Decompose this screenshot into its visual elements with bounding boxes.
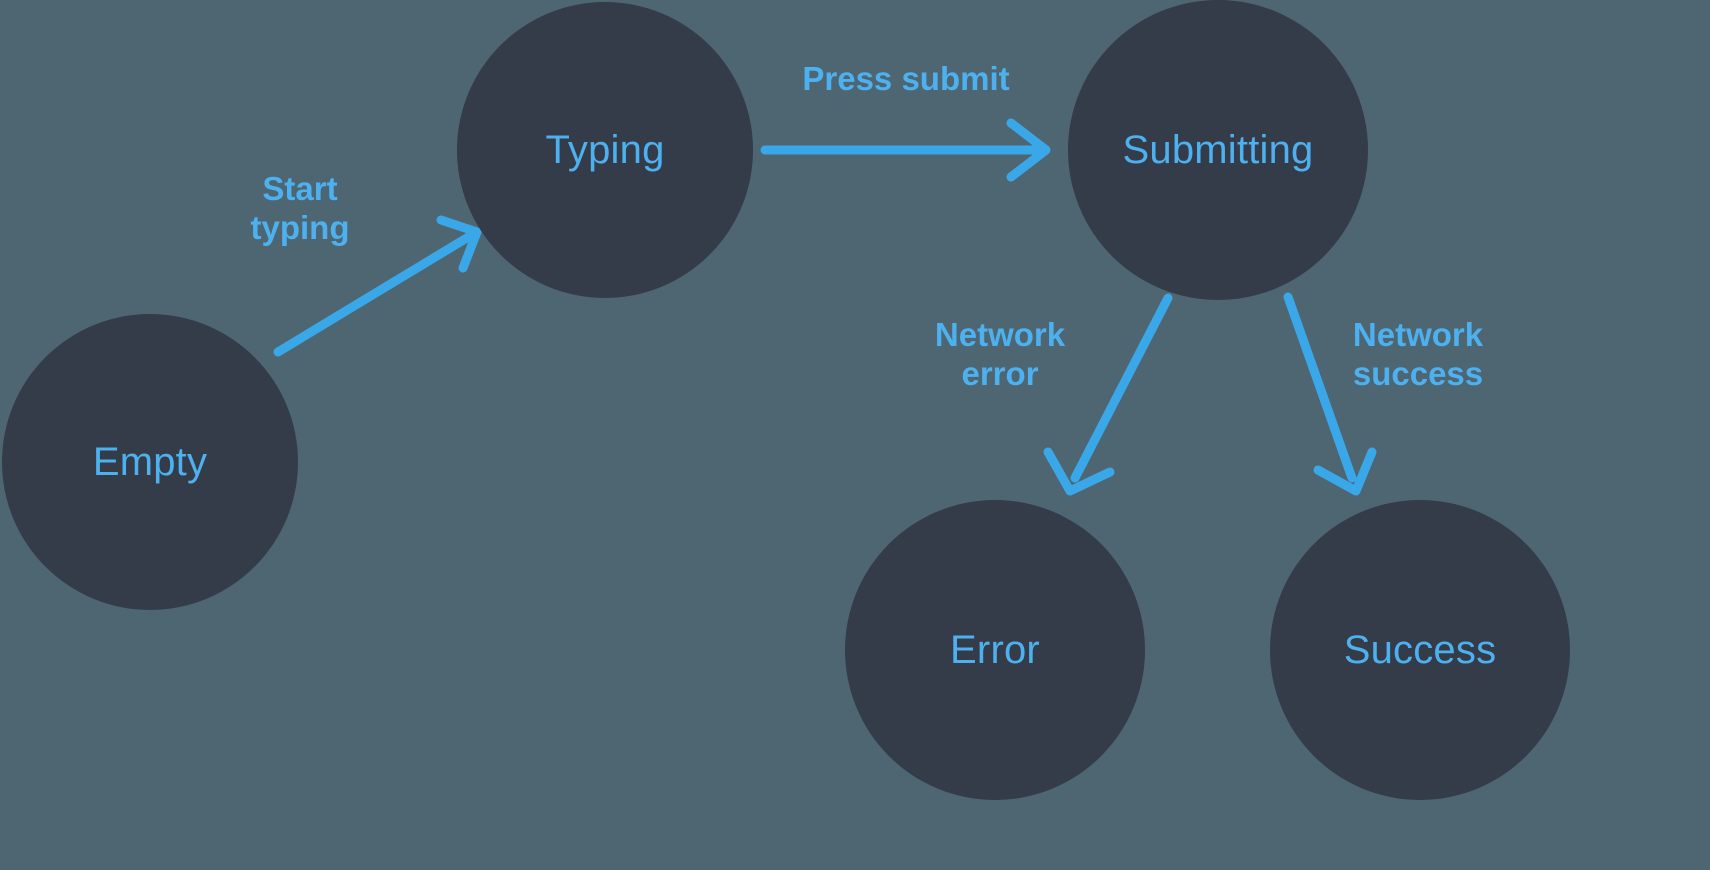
transition-label-start-typing: Start typing	[250, 170, 350, 246]
transition-label-network-success: Network success	[1352, 316, 1484, 392]
state-node-label-submitting: Submitting	[1122, 128, 1314, 172]
transition-arrow-network-success	[1283, 292, 1377, 496]
state-node-typing[interactable]: Typing	[457, 2, 753, 298]
transition-label-press-submit: Press submit	[802, 60, 1010, 97]
transition-arrow-network-error	[1043, 293, 1173, 496]
state-node-label-success: Success	[1343, 628, 1497, 672]
state-node-label-empty: Empty	[92, 440, 208, 484]
state-node-label-error: Error	[950, 628, 1040, 672]
state-node-error[interactable]: Error	[845, 500, 1145, 800]
transition-label-network-error: Network error	[934, 316, 1066, 392]
state-node-success[interactable]: Success	[1270, 500, 1570, 800]
state-node-label-typing: Typing	[545, 128, 665, 172]
transition-arrow-start-typing	[273, 215, 482, 357]
state-node-empty[interactable]: Empty	[2, 314, 298, 610]
transition-arrow-press-submit	[760, 118, 1051, 182]
state-node-submitting[interactable]: Submitting	[1068, 0, 1368, 300]
